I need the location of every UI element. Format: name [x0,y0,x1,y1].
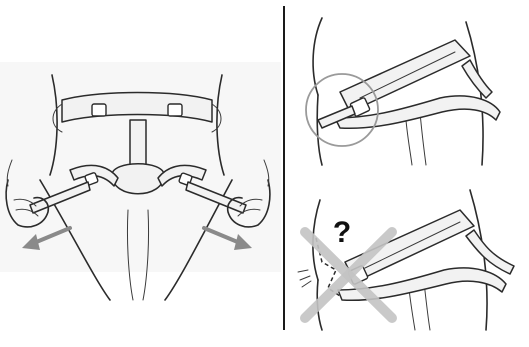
question-mark: ? [333,216,351,249]
tr-inner-leg-2 [420,112,426,165]
bottom-right-panel: ? [298,190,514,330]
left-panel [0,62,281,300]
br-right-outline [470,190,487,330]
slip-marks-icon [298,270,311,287]
right-belt-buckle [168,104,182,116]
tr-thigh-outline [317,95,322,165]
belay-strap [130,120,146,168]
belay-loop [112,164,164,194]
left-belt-buckle [92,104,106,116]
top-right-panel [306,18,500,165]
tr-right-outline [466,22,483,165]
br-rear-elastic [466,230,514,274]
tr-belt-stitch [360,52,455,98]
